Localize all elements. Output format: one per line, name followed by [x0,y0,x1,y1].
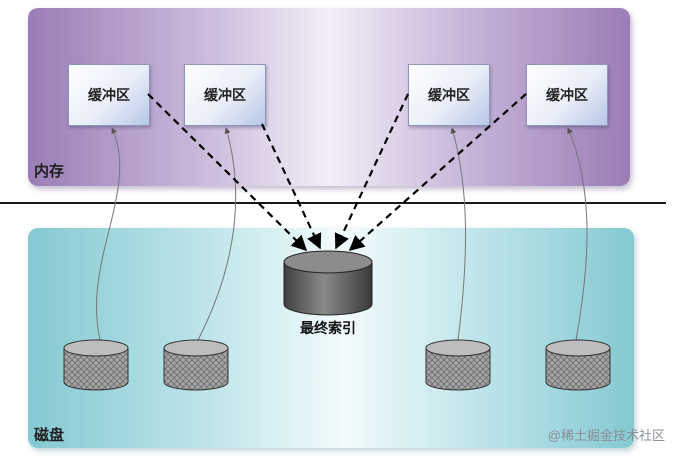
final-index-cylinder [283,250,373,316]
disk-segment-cylinder-3 [425,339,491,391]
buffer-box-4: 缓冲区 [526,64,608,126]
disk-to-buffer-line-2 [197,127,237,341]
memory-label: 内存 [34,163,65,180]
buffer-to-index-arrow-2 [261,123,322,250]
buffer-to-index-arrow-1 [147,93,308,252]
disk-segment-cylinder-1 [63,339,129,391]
buffer-to-index-arrow-3 [334,93,409,250]
disk-to-buffer-line-1 [95,127,121,341]
final-index-label: 最终索引 [300,320,356,336]
buffer-box-3: 缓冲区 [408,64,490,126]
buffer-to-index-arrow-4 [348,93,527,252]
disk-to-buffer-line-3 [450,127,467,341]
disk-segment-cylinder-4 [545,339,611,391]
disk-to-buffer-line-4 [567,127,588,341]
buffer-box-2: 缓冲区 [184,64,266,126]
memory-disk-divider [0,202,666,204]
buffer-box-1: 缓冲区 [68,64,150,126]
disk-label: 磁盘 [34,427,65,444]
watermark: @稀土掘金技术社区 [547,428,665,443]
disk-segment-cylinder-2 [163,339,229,391]
